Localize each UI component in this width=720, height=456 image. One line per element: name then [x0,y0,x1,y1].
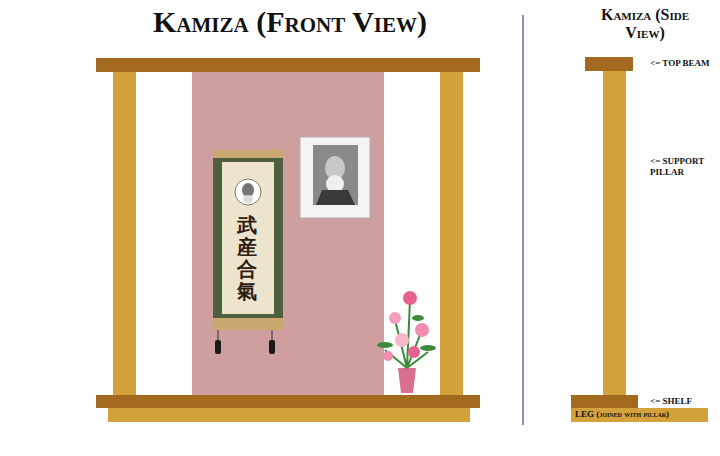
side-pillar [603,71,626,395]
leaf [420,345,436,351]
leaf [377,342,393,348]
calligraphy-text: 武産合氣 [237,214,257,302]
scroll-top-band [213,150,283,158]
side-shelf [571,395,638,408]
flower [395,333,409,347]
scroll-bottom-band [213,318,283,330]
flower [403,291,417,305]
portrait-robe [316,190,355,205]
scroll-paper [222,162,274,314]
flower [389,312,401,324]
tassel [215,340,221,354]
side-leg [571,408,708,422]
flower [415,323,429,337]
divider-line [522,15,524,425]
part-label: <= SUPPORT PILLAR [650,156,714,178]
part-label: LEG (joined with pillar) [575,409,669,420]
side-view-title: Kamiza (Side View) [593,6,697,43]
part-label: <= TOP BEAM [650,58,709,69]
flower [408,346,420,358]
tassel [269,340,275,354]
main-title: Kamiza (Front View) [153,4,427,40]
scroll-mount [213,150,283,330]
scroll-portrait-beard [243,195,253,203]
portrait-photo [313,145,358,205]
scroll-portrait [235,179,261,205]
shelf [96,395,480,408]
flower-arrangement [377,291,436,393]
part-label: <= SHELF [650,396,692,407]
vase [398,368,416,393]
leg-base [108,408,470,422]
portrait-frame [300,137,370,218]
pink-backdrop [192,72,384,395]
side-top-beam [585,57,633,71]
left-pillar [113,72,136,395]
top-beam [96,58,480,72]
right-pillar [440,72,463,395]
flower [383,351,393,361]
scroll-portrait-face [242,183,254,197]
leaf [412,315,424,321]
